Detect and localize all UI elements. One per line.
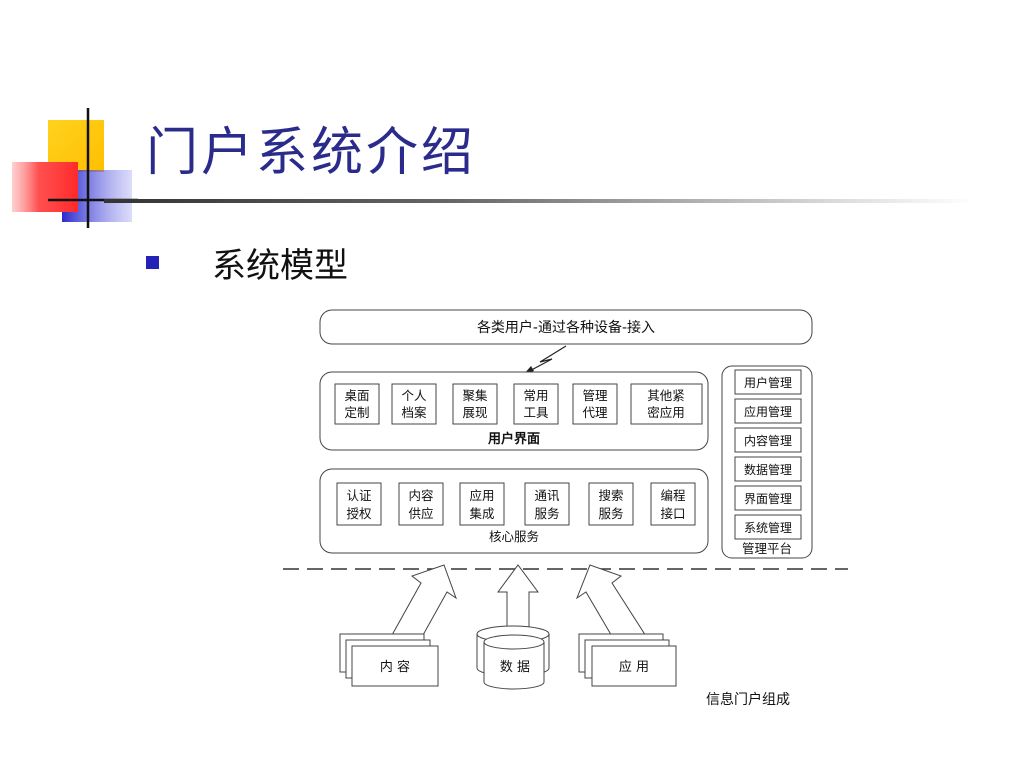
source-label-application: 应 用: [619, 659, 649, 675]
svg-text:密应用: 密应用: [647, 405, 685, 420]
diagram-caption: 信息门户组成: [706, 691, 790, 708]
svg-text:工具: 工具: [523, 405, 549, 420]
title-underline: [104, 199, 974, 203]
svg-text:展现: 展现: [462, 405, 487, 420]
svg-text:通讯: 通讯: [534, 488, 560, 503]
ui-item: 桌面 定制: [334, 383, 380, 425]
access-bar: [319, 309, 813, 345]
ui-item: 常用 工具: [513, 383, 559, 425]
svg-text:接口: 接口: [660, 506, 685, 521]
svg-text:供应: 供应: [408, 506, 433, 521]
ui-item: 个人 档案: [391, 383, 437, 425]
svg-text:桌面: 桌面: [344, 388, 369, 403]
svg-text:定制: 定制: [344, 405, 369, 420]
svg-text:内容: 内容: [408, 488, 433, 503]
content-docs-icon: [339, 633, 439, 687]
management-label: 管理平台: [742, 541, 792, 556]
ui-item: 聚集 展现: [452, 383, 498, 425]
application-docs-icon: [578, 633, 677, 687]
svg-text:用户管理: 用户管理: [744, 375, 792, 390]
access-bar-label: 各类用户-通过各种设备-接入: [477, 319, 655, 336]
svg-text:档案: 档案: [401, 405, 427, 420]
svg-text:其他紧: 其他紧: [647, 388, 685, 403]
application-arrow-icon: [575, 564, 652, 651]
svg-text:个人: 个人: [401, 388, 427, 403]
bullet-marker: [146, 256, 159, 269]
core-services-label: 核心服务: [489, 529, 539, 544]
svg-text:服务: 服务: [598, 506, 623, 521]
core-item: 搜索 服务: [588, 482, 634, 526]
svg-text:数据管理: 数据管理: [744, 462, 792, 477]
management-item: 应用管理: [734, 398, 802, 424]
decor-logo-graphic: [12, 108, 138, 228]
source-label-content: 内 容: [380, 659, 410, 675]
core-item: 通讯 服务: [524, 482, 570, 526]
svg-text:应用: 应用: [469, 488, 494, 503]
svg-text:认证: 认证: [346, 488, 372, 503]
svg-text:授权: 授权: [346, 506, 372, 521]
core-item: 认证 授权: [336, 482, 382, 526]
svg-text:搜索: 搜索: [598, 488, 623, 503]
svg-text:服务: 服务: [534, 506, 559, 521]
svg-text:集成: 集成: [469, 506, 494, 521]
bullet-text: 系统模型: [212, 246, 348, 286]
svg-text:常用: 常用: [523, 388, 548, 403]
ui-item: 其他紧 密应用: [630, 383, 703, 425]
svg-text:代理: 代理: [582, 405, 608, 420]
svg-text:编程: 编程: [660, 488, 686, 503]
svg-text:聚集: 聚集: [462, 388, 488, 403]
slide-title: 门户系统介绍: [146, 123, 477, 183]
user-interface-label: 用户界面: [487, 431, 540, 447]
management-item: 数据管理: [734, 456, 802, 482]
content-arrow-icon: [380, 564, 457, 645]
management-item: 系统管理: [734, 514, 802, 540]
svg-text:内容管理: 内容管理: [744, 433, 792, 448]
management-item: 内容管理: [734, 427, 802, 453]
svg-text:应用管理: 应用管理: [744, 404, 792, 419]
decor-logo: [0, 100, 140, 230]
core-item: 内容 供应: [398, 482, 444, 526]
svg-text:系统管理: 系统管理: [744, 520, 792, 535]
ui-item: 管理 代理: [572, 383, 618, 425]
svg-text:管理: 管理: [582, 388, 608, 403]
svg-text:界面管理: 界面管理: [744, 491, 792, 506]
core-item: 编程 接口: [650, 482, 696, 526]
core-item: 应用 集成: [459, 482, 505, 526]
management-item: 界面管理: [734, 485, 802, 511]
management-item: 用户管理: [734, 369, 802, 395]
connection-bolt-icon: [523, 345, 567, 375]
database-icon: [476, 625, 550, 690]
source-label-data: 数 据: [500, 660, 530, 675]
